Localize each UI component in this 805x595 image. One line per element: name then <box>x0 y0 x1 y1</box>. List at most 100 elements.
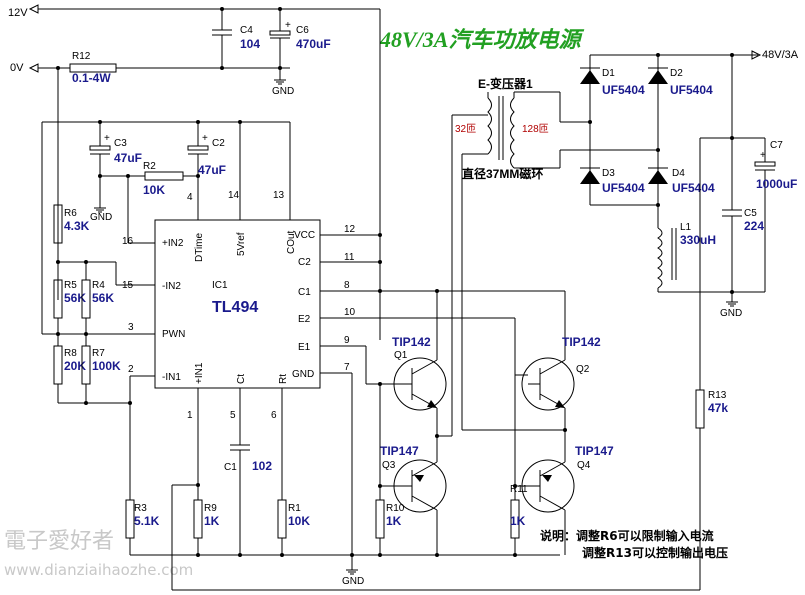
c5-value: 224 <box>744 219 764 233</box>
t1-ref: E-变压器1 <box>478 76 533 91</box>
c5-ref: C5 <box>744 208 757 219</box>
r11-ref: R11 <box>510 484 528 495</box>
c1-ref: C1 <box>224 462 237 473</box>
r13-ref: R13 <box>708 390 727 401</box>
r1-value: 10K <box>288 514 310 528</box>
pin-name-c1: C1 <box>298 287 311 298</box>
gnd-label-out: GND <box>720 308 742 319</box>
r8-value: 20K <box>64 359 86 373</box>
c2-value: 47uF <box>198 163 226 177</box>
c1-capacitor: C1 102 <box>224 444 272 555</box>
q2-value: TIP142 <box>562 335 601 349</box>
gnd-label-c6: GND <box>272 86 294 97</box>
c6-value: 470uF <box>296 37 331 51</box>
r7-value: 100K <box>92 359 121 373</box>
q2-transistor: TIP142 Q2 <box>521 291 601 411</box>
r7-resistor: R7 100K <box>81 345 121 385</box>
q1-transistor: TIP142 Q1 <box>392 291 447 411</box>
pin-16: 16 <box>122 236 134 247</box>
c7-plus: + <box>760 150 766 161</box>
r2-resistor: R2 10K <box>143 161 184 197</box>
pin-name-gnd: GND <box>292 369 314 380</box>
pin-9: 9 <box>344 335 350 346</box>
gnd-label-c3: GND <box>90 212 112 223</box>
c2-capacitor: + C2 47uF <box>187 120 226 220</box>
pin-8: 8 <box>344 280 350 291</box>
ic1-part: TL494 <box>212 299 258 316</box>
r12-resistor: R12 0.1-4W <box>69 51 117 85</box>
pin-name-c2: C2 <box>298 257 311 268</box>
c3-plus: + <box>104 133 110 144</box>
r4-resistor: R4 56K <box>81 279 114 319</box>
q3-transistor: TIP147 Q3 <box>380 444 447 555</box>
r13-value: 47k <box>708 401 728 415</box>
r3-resistor: R3 5.1K <box>125 499 160 539</box>
r9-resistor: R9 1K <box>193 499 220 539</box>
q4-ref: Q4 <box>577 460 591 471</box>
pin-name-vcc: VCC <box>294 230 315 241</box>
d2-ref: D2 <box>670 68 683 79</box>
c6-plus: + <box>285 20 291 31</box>
q4-transistor: TIP147 Q4 <box>521 444 614 555</box>
q1-ref: Q1 <box>394 350 408 361</box>
pin-name-dtime: DTime <box>194 232 205 262</box>
pin-name-e1: E1 <box>298 342 311 353</box>
pin-name-in2p: +IN2 <box>162 238 184 249</box>
r4-ref: R4 <box>92 280 105 291</box>
r6-ref: R6 <box>64 208 77 219</box>
pin-4: 4 <box>187 192 193 203</box>
pin-15: 15 <box>122 280 134 291</box>
c3-value: 47uF <box>114 151 142 165</box>
r1-resistor: R1 10K <box>277 499 310 539</box>
pin-12: 12 <box>344 224 356 235</box>
r4-value: 56K <box>92 291 114 305</box>
c4-ref: C4 <box>240 25 253 36</box>
c1-value: 102 <box>252 459 272 473</box>
r13-resistor: R13 47k <box>695 389 728 429</box>
pin-6: 6 <box>271 410 277 421</box>
r10-ref: R10 <box>386 503 405 514</box>
r6-value: 4.3K <box>64 219 90 233</box>
pin-name-in2n: -IN2 <box>162 281 181 292</box>
q3-ref: Q3 <box>382 460 396 471</box>
pin-7: 7 <box>344 362 350 373</box>
l1-inductor: L1 330uH <box>656 203 716 292</box>
d2-value: UF5404 <box>670 83 713 97</box>
d1-value: UF5404 <box>602 83 645 97</box>
r5-resistor: R5 56K <box>53 279 86 319</box>
c5-capacitor: C5 224 <box>722 208 764 233</box>
note-line2: 调整R13可以控制输出电压 <box>582 545 728 560</box>
note-line1: 说明：调整R6可以限制输入电流 <box>540 528 714 543</box>
c4-value: 104 <box>240 37 260 51</box>
rail-output: 48V/3A <box>751 49 799 61</box>
r11-resistor: R11 1K <box>510 484 528 539</box>
watermark-cn: 電子愛好者 <box>4 529 114 554</box>
c7-value: 1000uF <box>756 177 797 191</box>
c3-ref: C3 <box>114 138 127 149</box>
c4-capacitor: C4 104 <box>212 7 260 70</box>
q3-value: TIP147 <box>380 444 419 458</box>
r10-resistor: R10 1K <box>375 499 405 539</box>
d4-ref: D4 <box>672 168 685 179</box>
watermark-url: www.dianziaihaozhe.com <box>4 561 193 579</box>
pin-name-rt: Rt <box>278 374 289 384</box>
r1-ref: R1 <box>288 503 301 514</box>
rail-out-label: 48V/3A <box>762 49 799 61</box>
r3-value: 5.1K <box>134 514 160 528</box>
r9-value: 1K <box>204 514 220 528</box>
c3-capacitor: + C3 47uF GND <box>89 120 142 223</box>
d1-ref: D1 <box>602 68 615 79</box>
q4-value: TIP147 <box>575 444 614 458</box>
t1-secondary: 128匝 <box>522 123 549 135</box>
d4-diode: D4 UF5404 <box>648 167 715 195</box>
pin-13: 13 <box>273 190 285 201</box>
r2-value: 10K <box>143 183 165 197</box>
pin-name-vref: 5Vref <box>236 232 247 256</box>
pin-name-cout: COut <box>286 230 297 254</box>
q2-ref: Q2 <box>576 364 590 375</box>
pin-5: 5 <box>230 410 236 421</box>
pin-name-in1p: +IN1 <box>194 362 205 384</box>
pin-name-in1n: -IN1 <box>162 372 181 383</box>
rail-12v: 12V <box>8 4 380 19</box>
pin-name-e2: E2 <box>298 314 311 325</box>
